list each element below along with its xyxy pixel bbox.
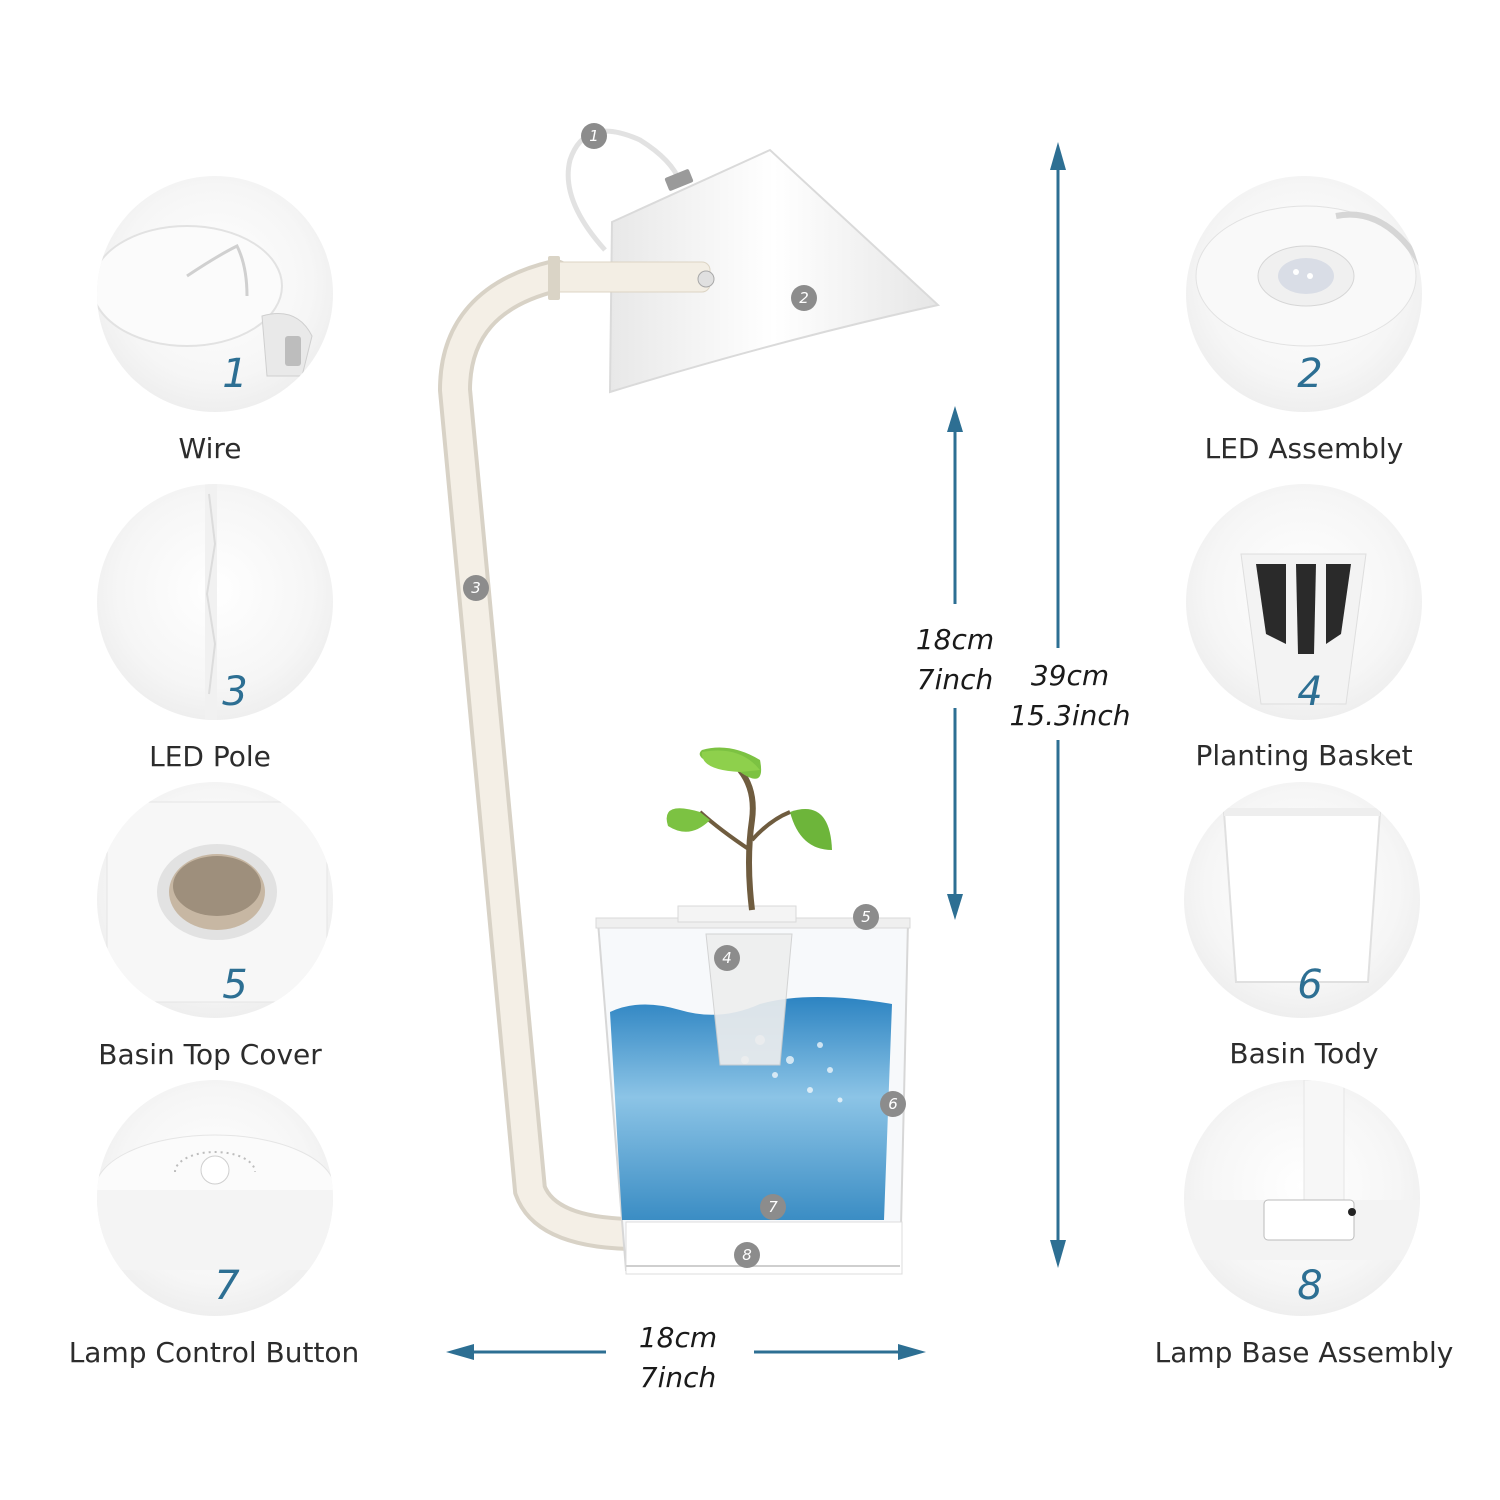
part-photo-wire: 1 [97,176,333,412]
part-photo-basin-tody: 6 [1184,782,1420,1018]
total-height-inch: 15.3inch [1009,699,1131,732]
badge-4: 4 [722,949,732,967]
pole-photo-icon [205,484,217,720]
part-number-1: 1 [222,351,248,397]
part-number-3: 3 [222,669,248,715]
callout-badges: 1 2 3 4 5 6 7 8 [463,123,906,1268]
part-number-7: 7 [214,1263,240,1309]
lamp-base-photo-icon [1184,1080,1420,1260]
part-number-5: 5 [222,962,248,1008]
badge-7: 7 [768,1198,778,1216]
lamp-shade [608,148,941,394]
part-label-basin-top-cover: Basin Top Cover [98,1038,322,1071]
light-height-label: 18cm 7inch [895,620,1015,700]
width-label: 18cm 7inch [618,1318,738,1398]
water [610,997,892,1220]
part-number-4: 4 [1297,669,1323,715]
planting-basket-photo-icon [1240,553,1367,705]
part-photo-lamp-control-button: 7 [97,1080,333,1316]
part-label-basin-tody: Basin Tody [1229,1037,1379,1070]
light-height-cm: 18cm [915,623,995,656]
width-inch: 7inch [639,1361,717,1394]
part-number-2: 2 [1297,351,1323,397]
width-cm: 18cm [638,1321,718,1354]
top-cover-photo-icon [106,801,328,1003]
part-label-lamp-control-button: Lamp Control Button [68,1336,360,1369]
dimension-arrows [446,142,1066,1360]
basin-body-photo-icon [1222,808,1382,983]
part-label-planting-basket: Planting Basket [1195,739,1413,772]
part-label-wire: Wire [178,432,242,465]
badge-8: 8 [742,1246,752,1264]
badge-2: 2 [799,289,809,307]
part-photo-led-pole: 3 [97,484,333,720]
part-label-lamp-base-assembly: Lamp Base Assembly [1154,1336,1454,1369]
part-number-8: 8 [1297,1263,1323,1309]
light-height-inch: 7inch [916,663,994,696]
lamp-arm [551,261,711,293]
part-label-led-assembly: LED Assembly [1204,432,1404,465]
badge-5: 5 [861,908,871,926]
badge-1: 1 [589,127,599,145]
part-photo-basin-top-cover: 5 [97,782,333,1018]
total-height-cm: 39cm [1030,659,1110,692]
part-photo-planting-basket: 4 [1186,484,1422,720]
part-number-6: 6 [1297,962,1323,1008]
plant-stem [737,768,756,911]
total-height-label: 39cm 15.3inch [1000,656,1140,736]
part-photo-led-assembly: 2 [1186,176,1422,412]
badge-3: 3 [471,579,481,597]
part-photo-lamp-base-assembly: 8 [1184,1080,1420,1316]
part-label-led-pole: LED Pole [149,740,271,773]
wire-photo-icon [97,225,313,377]
led-assembly-photo-icon [1195,205,1422,347]
control-button-photo-icon [97,1134,333,1270]
badge-6: 6 [888,1095,898,1113]
